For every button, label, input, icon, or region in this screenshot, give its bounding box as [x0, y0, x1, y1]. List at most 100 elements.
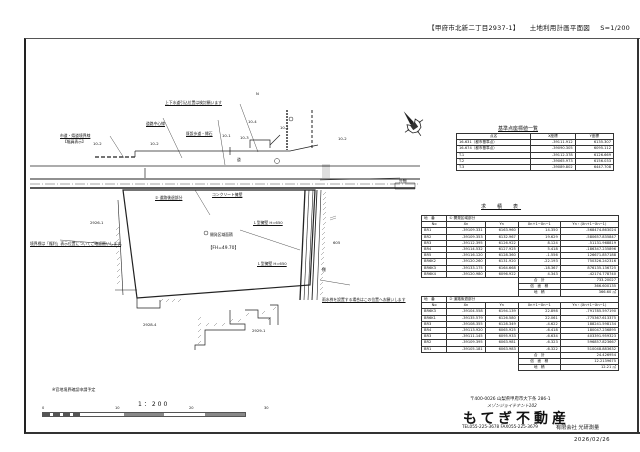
cell: 6126.922	[484, 239, 519, 248]
cell: 6127.925	[484, 245, 519, 254]
footer-value: 12.2139675	[559, 358, 620, 366]
cell: 188241.598134	[559, 320, 620, 329]
cell: 6447.708	[574, 163, 615, 172]
footer-value: 733.20027	[559, 277, 620, 285]
cell: 6163.960	[484, 227, 519, 235]
parcel-label: 10-2	[93, 141, 102, 146]
area-table-caption: 求 積 表	[481, 204, 522, 210]
road-setback-label: ② 道路後退部分	[155, 195, 183, 200]
drain-note: 雨水桝を設置する場合はこの位置へお願いします	[322, 297, 406, 302]
scale-tick: 20	[189, 406, 194, 410]
location-label: 【甲府市北新二丁目2937-1】	[428, 24, 520, 32]
cell: 180047.236895	[559, 326, 620, 335]
company-contact: TEL055-225-3678 FAX055-225-3679	[462, 424, 538, 429]
cell: 6131.920	[484, 258, 519, 266]
cell: -568474.863024	[559, 227, 620, 235]
cell: 6095.933	[484, 333, 519, 341]
unit-label: ㎡	[612, 290, 616, 295]
column-header: Xn	[446, 221, 486, 229]
area-row: 地 積 12.21 ㎡	[422, 364, 620, 372]
floor-height-label: 【FH=49.70】	[208, 246, 239, 251]
cell: 6096.922	[484, 270, 519, 279]
scale-tick: 10	[115, 406, 120, 410]
control-table-caption: 基準点座標値一覧	[498, 126, 539, 132]
footer-value: 12.21	[600, 365, 612, 370]
cell: -39116.120	[446, 252, 486, 260]
section-label: ② 道路後退部分	[446, 295, 619, 304]
cell: -42174.778740	[559, 270, 620, 279]
lot-header: 地 番	[420, 214, 448, 223]
column-header: Xn	[446, 302, 486, 310]
cell: -775367.613375	[559, 314, 620, 322]
column-header: Yn・(Xn+1−Xn−1)	[559, 221, 620, 229]
column-header: Y座標	[574, 132, 615, 141]
utility-note: 上下水道引込位置は検討願います	[165, 100, 222, 105]
cell: -51131.968819	[559, 239, 620, 248]
cell: 6065.925	[484, 326, 519, 335]
column-header: Yn	[484, 302, 519, 310]
cell: 6135.307	[574, 139, 615, 147]
parcel-label: 10-1	[280, 125, 289, 130]
scale-label: S=1/200	[600, 24, 630, 32]
parcel-label: 10-1	[222, 133, 231, 138]
cell: 126671.857188	[559, 252, 620, 260]
cell: -39105.181	[446, 345, 486, 353]
cell: -39109.353	[446, 233, 486, 241]
cell: -39089.802	[530, 163, 576, 172]
road-boundary-label: 市道・県道境界線	[60, 133, 91, 138]
footer-label: 地 積	[517, 364, 561, 372]
lot-header: 地 番	[420, 295, 448, 304]
document-date: 2026/02/26	[574, 437, 611, 443]
l-wall-label: Ｌ型擁壁 H=650	[253, 220, 283, 225]
unit-label: ㎡	[612, 365, 616, 370]
scale-tick: 30	[264, 406, 269, 410]
company-name: もてぎ不動産	[463, 411, 571, 427]
cell: -39120.260	[446, 258, 486, 266]
cell: -39113.920	[446, 326, 486, 335]
scale-tick: 0	[42, 406, 45, 410]
cell: 750326.242316	[559, 258, 620, 266]
drawing-frame-right	[637, 38, 639, 434]
cell: -39112.395	[446, 239, 486, 248]
area-table-road-setback: 地 番 ② 道路後退部分 No Xn Yn Xn+1−Xn−1 Yn・(Xn+1…	[420, 295, 620, 372]
cell: 876135.136725	[559, 264, 620, 272]
parcel-label: 10-2	[150, 141, 159, 146]
cell: -39114.532	[446, 245, 486, 254]
cell: 6194.139	[484, 308, 519, 316]
footer-value: 366.60	[598, 290, 612, 295]
cell: -186347.235896	[559, 245, 620, 254]
cell: 6095.112	[574, 145, 615, 153]
company-building: メゾンジョイテナント102	[487, 403, 537, 408]
cell: 596857.823667	[559, 339, 620, 347]
surveyor-name: 有限会社 光研測量	[556, 425, 600, 431]
area-table-development: 地 番 ① 開発区域部分 No Xn Yn Xn+1−Xn−1 Yn・(Xn+1…	[420, 214, 620, 297]
cell: -39111.145	[446, 333, 486, 341]
column-header: Yn・(Xn+1−Xn−1)	[559, 302, 620, 310]
cadastral-note: ※官地境界確認申請予定	[52, 387, 96, 392]
parcel-label: 2928-4	[143, 322, 157, 327]
cell: 6164.668	[484, 264, 519, 272]
table-header-row: No Xn Yn Xn+1−Xn−1 Yn・(Xn+1−Xn−1)	[420, 221, 620, 229]
cell: 6126.580	[484, 314, 519, 322]
drawing-frame	[24, 38, 640, 434]
cell: -791785.597190	[559, 308, 620, 316]
cell: 6156.033	[574, 157, 615, 166]
cell: 6128.360	[484, 252, 519, 260]
cell: -39133.175	[446, 264, 486, 272]
parcel-label: 2929-1	[252, 328, 266, 333]
